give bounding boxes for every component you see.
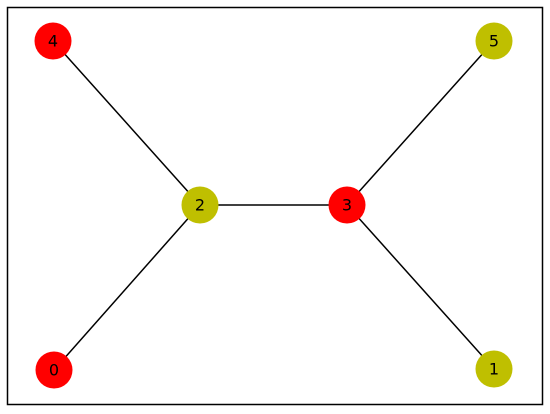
edge-4-2 [52, 40, 201, 206]
node-circle-5 [475, 22, 513, 60]
node-label-3: 3 [342, 196, 352, 215]
edge-3-1 [346, 204, 495, 370]
node-label-2: 2 [195, 196, 205, 215]
node-circle-4 [34, 22, 72, 60]
node-label-4: 4 [48, 32, 58, 51]
edge-2-0 [53, 204, 201, 371]
node-circle-0 [35, 351, 73, 389]
node-circle-2 [181, 186, 219, 224]
node-label-0: 0 [49, 361, 59, 380]
edge-3-5 [346, 40, 495, 206]
edges [52, 40, 495, 371]
node-2: 2 [181, 186, 219, 224]
node-label-1: 1 [489, 360, 499, 379]
node-label-5: 5 [489, 32, 499, 51]
node-circle-1 [475, 350, 513, 388]
node-0: 0 [35, 351, 73, 389]
node-circle-3 [328, 186, 366, 224]
node-1: 1 [475, 350, 513, 388]
plot-frame [6, 6, 544, 406]
node-4: 4 [34, 22, 72, 60]
node-3: 3 [328, 186, 366, 224]
nodes: 0 1 2 3 4 5 [34, 22, 513, 389]
node-5: 5 [475, 22, 513, 60]
